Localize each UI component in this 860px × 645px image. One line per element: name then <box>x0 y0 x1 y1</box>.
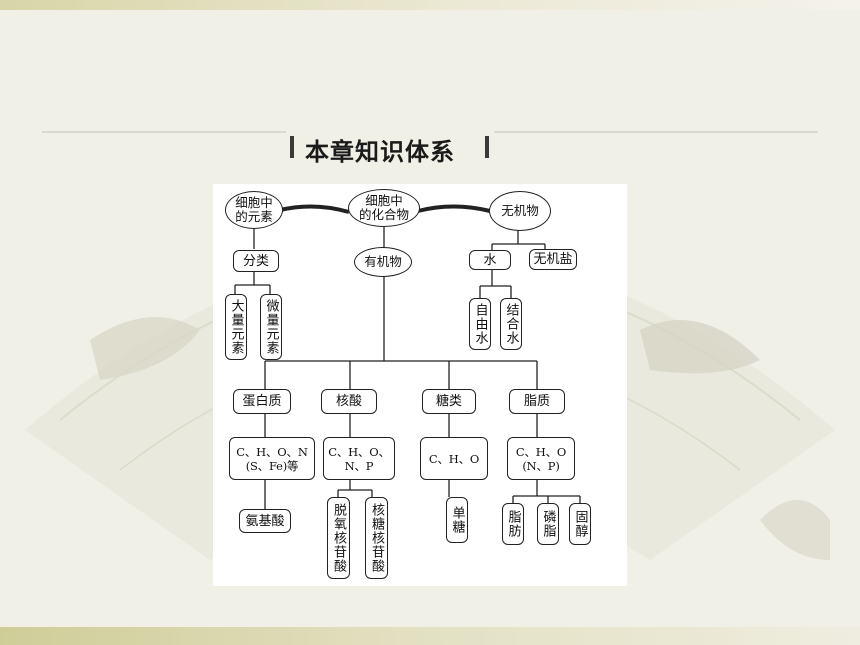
node-fat: 脂肪 <box>502 503 524 545</box>
node-deoxynucleotide: 脱氧核苷酸 <box>327 497 350 579</box>
node-lipid-composition: C、H、O (N、P) <box>507 437 575 480</box>
node-classify: 分类 <box>233 250 279 272</box>
node-monosaccharide: 单糖 <box>446 497 468 543</box>
heading-left-bar <box>290 136 294 158</box>
node-phospholipid: 磷脂 <box>537 503 559 545</box>
node-cell-compounds: 细胞中 的化合物 <box>348 189 420 227</box>
node-sugar-composition: C、H、O <box>420 437 488 480</box>
node-nucleic-acid: 核酸 <box>321 389 377 414</box>
node-inorganic: 无机物 <box>489 191 551 231</box>
node-macro-elements: 大量元素 <box>225 294 247 360</box>
bottom-decorative-band <box>0 627 860 645</box>
top-decorative-band <box>0 0 860 10</box>
node-micro-elements: 微量元素 <box>260 294 282 360</box>
section-heading: 本章知识体系 <box>286 131 494 166</box>
node-bound-water: 结合水 <box>500 298 522 350</box>
node-sterol: 固醇 <box>569 503 591 545</box>
node-free-water: 自由水 <box>469 298 491 350</box>
node-protein: 蛋白质 <box>233 389 291 414</box>
node-sugar: 糖类 <box>422 389 476 414</box>
node-amino-acid: 氨基酸 <box>239 509 291 533</box>
node-cell-elements: 细胞中 的元素 <box>225 191 283 229</box>
node-nucleic-composition: C、H、O、 N、P <box>323 437 395 480</box>
node-protein-composition: C、H、O、N (S、Fe)等 <box>229 437 315 480</box>
node-organic: 有机物 <box>354 247 412 277</box>
connector-lines <box>234 204 581 509</box>
knowledge-diagram: 细胞中 的元素 细胞中 的化合物 无机物 分类 大量元素 微量元素 有机物 水 … <box>213 184 627 586</box>
node-ribonucleotide: 核糖核苷酸 <box>365 497 388 579</box>
node-lipid: 脂质 <box>509 389 565 414</box>
page-title: 本章知识体系 <box>305 138 455 166</box>
node-inorganic-salt: 无机盐 <box>529 249 577 270</box>
node-water: 水 <box>469 250 511 270</box>
heading-right-bar <box>485 136 489 158</box>
